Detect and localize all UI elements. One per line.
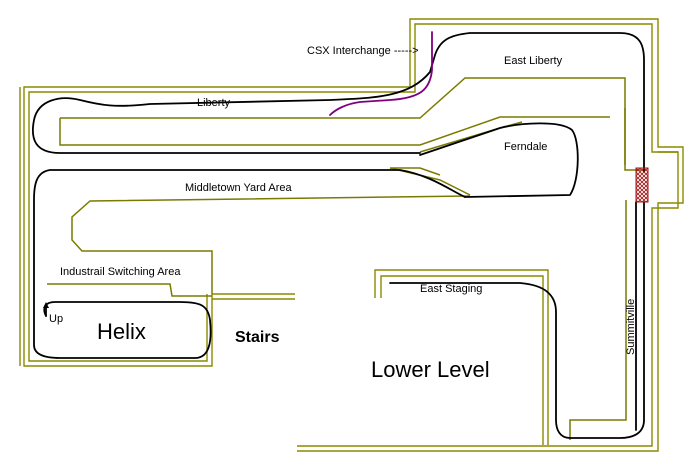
bench-middletown-edge	[71, 195, 471, 294]
up-arrow-head	[43, 302, 49, 308]
bench-summitville	[569, 200, 627, 440]
track-middletown	[33, 169, 466, 359]
label-middletown-yard: Middletown Yard Area	[185, 182, 292, 194]
track-plan	[32, 31, 649, 439]
wall-staging-b	[380, 275, 544, 445]
bench-lower-peninsula	[389, 167, 471, 196]
labels: CSX Interchange -----> East Liberty Libe…	[49, 45, 637, 382]
label-industrail-switching: Industrail Switching Area	[60, 266, 181, 278]
label-up: Up	[49, 313, 63, 325]
label-liberty: Liberty	[197, 97, 231, 109]
room-walls	[19, 18, 684, 452]
bridge-hatch	[635, 167, 649, 203]
wall-inner-upper	[28, 23, 679, 447]
track-east-liberty	[419, 122, 579, 198]
label-lower-level: Lower Level	[371, 357, 490, 382]
label-east-liberty: East Liberty	[504, 55, 563, 67]
track-summitville	[389, 201, 645, 439]
track-liberty	[32, 32, 645, 173]
label-east-staging: East Staging	[420, 283, 482, 295]
benchwork	[47, 77, 641, 440]
label-ferndale: Ferndale	[504, 141, 547, 153]
bench-upper-inner	[59, 116, 610, 146]
wall-outer-upper	[23, 18, 684, 452]
label-summitville: Summitville	[625, 299, 637, 355]
label-helix: Helix	[97, 319, 146, 344]
bench-upper	[60, 77, 641, 171]
wall-staging-a	[374, 269, 549, 445]
label-stairs: Stairs	[235, 329, 280, 346]
label-csx-interchange: CSX Interchange ----->	[307, 45, 419, 57]
bench-industrail	[47, 283, 212, 297]
track-csx-interchange	[329, 31, 433, 116]
